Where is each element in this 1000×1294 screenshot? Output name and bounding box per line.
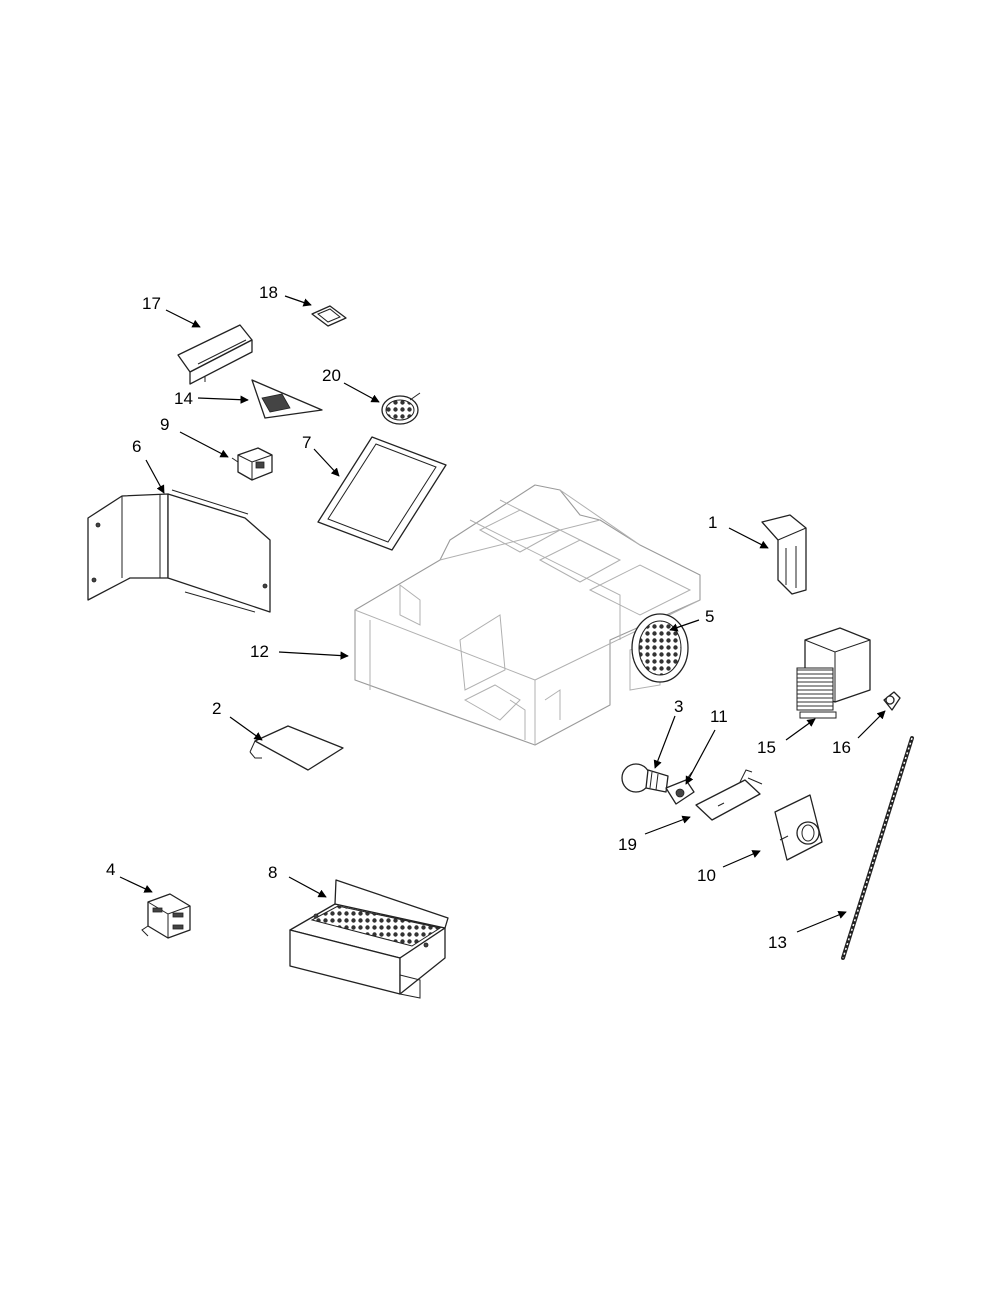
part-9-switch bbox=[231, 447, 273, 481]
part-6-side-panel bbox=[87, 489, 271, 613]
part-5-blower-fan bbox=[631, 613, 689, 683]
part-4-clip bbox=[141, 893, 191, 939]
part-18-label bbox=[311, 305, 347, 327]
callout-9: 9 bbox=[160, 415, 169, 434]
part-17-cover bbox=[177, 324, 253, 385]
callout-14: 14 bbox=[174, 389, 193, 408]
part-1-bracket bbox=[761, 514, 807, 595]
part-3-lamp bbox=[621, 763, 669, 793]
callout-11: 11 bbox=[710, 707, 728, 726]
part-10-bracket bbox=[774, 794, 823, 861]
part-12-chassis bbox=[354, 484, 701, 746]
callout-5: 5 bbox=[705, 607, 714, 626]
callout-18: 18 bbox=[259, 283, 278, 302]
callout-17: 17 bbox=[142, 294, 161, 313]
callout-2: 2 bbox=[212, 699, 221, 718]
part-15-magnetron bbox=[796, 627, 871, 719]
part-11-socket bbox=[665, 771, 695, 805]
part-20-sensor bbox=[381, 392, 421, 425]
part-19-plate bbox=[695, 769, 763, 821]
part-13-rod bbox=[841, 736, 914, 960]
callout-19: 19 bbox=[618, 835, 637, 854]
part-16-clip bbox=[883, 691, 901, 711]
part-8-vent-grille bbox=[289, 879, 449, 999]
callout-16: 16 bbox=[832, 738, 851, 757]
callout-13: 13 bbox=[768, 933, 787, 952]
part-2-plate bbox=[249, 725, 344, 771]
callout-labels: 17 18 20 14 9 6 7 1 5 12 2 3 11 15 16 19… bbox=[106, 283, 851, 952]
callout-8: 8 bbox=[268, 863, 277, 882]
callout-3: 3 bbox=[674, 697, 683, 716]
callout-7: 7 bbox=[302, 433, 311, 452]
callout-10: 10 bbox=[697, 866, 716, 885]
callout-1: 1 bbox=[708, 513, 717, 532]
callout-12: 12 bbox=[250, 642, 269, 661]
part-7-frame bbox=[317, 436, 447, 551]
callout-15: 15 bbox=[757, 738, 776, 757]
callout-4: 4 bbox=[106, 860, 115, 879]
callout-20: 20 bbox=[322, 366, 341, 385]
callout-6: 6 bbox=[132, 437, 141, 456]
leader-lines bbox=[119, 295, 886, 933]
part-14-plate bbox=[251, 379, 323, 419]
